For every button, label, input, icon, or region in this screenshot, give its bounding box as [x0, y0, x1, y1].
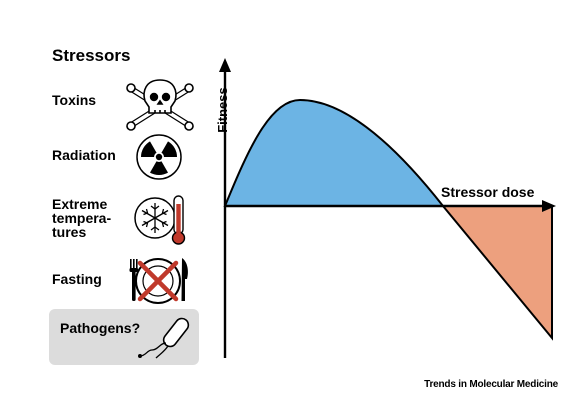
bacterium-icon: [138, 317, 190, 359]
toxins-label: Toxins: [52, 92, 97, 108]
benefit-region: [223, 98, 446, 207]
legend-title: Stressors: [52, 46, 131, 65]
journal-credit: Trends in Molecular Medicine: [424, 379, 558, 390]
extreme-temperatures-label: Extreme tempera- tures: [52, 196, 112, 240]
x-axis: [225, 200, 556, 212]
fasting-label: Fasting: [52, 271, 102, 287]
radiation-icon: [136, 134, 182, 180]
y-axis: [219, 58, 231, 358]
y-axis-label: Fitness: [215, 87, 230, 133]
crossed-plate-fork-knife-icon: [129, 258, 188, 304]
pathogens-label: Pathogens?: [60, 320, 141, 336]
harm-region: [440, 205, 553, 341]
radiation-label: Radiation: [52, 147, 116, 163]
skull-crossbones-icon: [126, 79, 194, 131]
x-axis-label: Stressor dose: [441, 184, 535, 200]
snowflake-thermometer-icon: [134, 195, 186, 245]
